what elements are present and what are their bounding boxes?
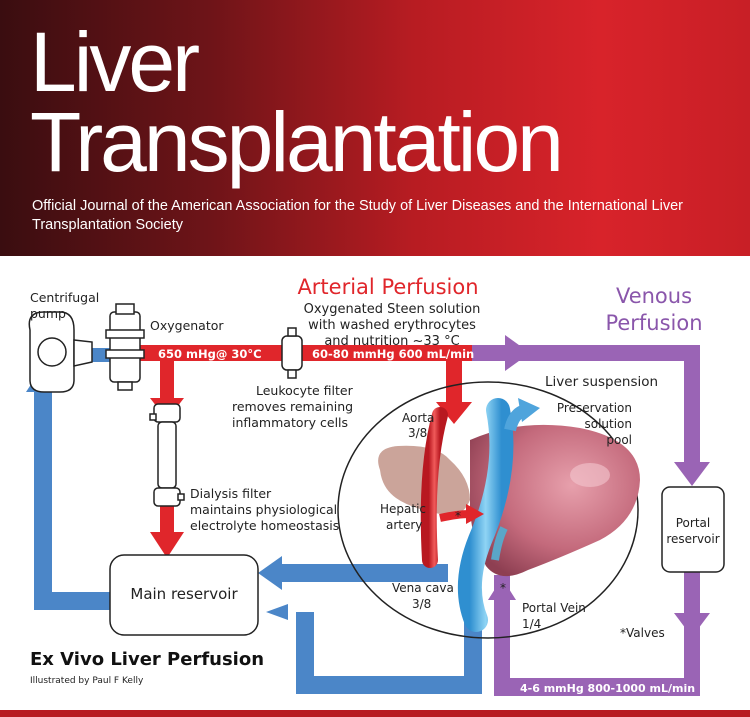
- leukocyte-filter-label-line1: Leukocyte filter: [256, 383, 354, 398]
- vena-cava-label-line1: Vena cava: [392, 581, 454, 595]
- leukocyte-filter-label-line3: inflammatory cells: [232, 415, 348, 430]
- dialysis-filter-label-line1: Dialysis filter: [190, 486, 272, 501]
- valve-asterisk-hepatic: *: [455, 509, 461, 523]
- preservation-pool-line2: solution: [584, 417, 632, 431]
- portal-reservoir-box: [661, 486, 725, 573]
- journal-title-line1: Liver: [30, 15, 200, 109]
- arterial-pressure-2: 60-80 mmHg 600 mL/min: [312, 347, 474, 361]
- journal-banner: Liver Transplantation Official Journal o…: [0, 0, 750, 256]
- preservation-pool-line1: Preservation: [557, 401, 632, 415]
- liver-suspension-label: Liver suspension: [545, 374, 658, 390]
- centrifugal-pump-label-line1: Centrifugal: [30, 290, 99, 305]
- liver-illustration: [378, 398, 640, 632]
- centrifugal-pump-label-line2: pump: [30, 306, 66, 321]
- venous-flow-path: [470, 335, 710, 696]
- journal-title-line2: Transplantation: [30, 95, 564, 189]
- dialysis-filter-icon: [149, 403, 185, 507]
- oxygenator-icon: [105, 303, 145, 391]
- valves-note: *Valves: [620, 626, 665, 640]
- venous-perfusion-title-line2: Perfusion: [605, 311, 702, 335]
- main-reservoir-box: [109, 554, 259, 636]
- venous-return-path: [26, 340, 482, 694]
- arterial-desc-line2: with washed erythrocytes: [308, 318, 476, 333]
- portal-reservoir-label-line1: Portal: [676, 516, 710, 530]
- vena-cava-label-line2: 3/8: [412, 597, 431, 611]
- dialysis-filter-label-line3: electrolyte homeostasis: [190, 518, 339, 533]
- caption-title: Ex Vivo Liver Perfusion: [30, 649, 264, 670]
- centrifugal-pump-icon: [28, 311, 93, 393]
- hepatic-artery-label-line2: artery: [386, 518, 422, 532]
- portal-pressure: 4-6 mmHg 800-1000 mL/min: [520, 682, 695, 695]
- portal-vein-label-line2: 1/4: [522, 617, 541, 631]
- perfusion-diagram: Arterial Perfusion Oxygenated Steen solu…: [26, 275, 725, 696]
- portal-vein-label-line1: Portal Vein: [522, 601, 586, 615]
- oxygenator-label: Oxygenator: [150, 318, 224, 333]
- hepatic-artery-label-line1: Hepatic: [380, 502, 426, 516]
- main-reservoir-label: Main reservoir: [130, 585, 238, 603]
- caption-credit: Illustrated by Paul F Kelly: [30, 676, 144, 686]
- arterial-pressure-1: 650 mHg@ 30°C: [158, 347, 262, 361]
- arterial-perfusion-title: Arterial Perfusion: [297, 275, 478, 299]
- venous-perfusion-title-line1: Venous: [616, 284, 692, 308]
- valve-asterisk-portal: *: [500, 581, 506, 595]
- leukocyte-filter-icon: [281, 327, 303, 379]
- leukocyte-filter-label-line2: removes remaining: [232, 399, 353, 414]
- aorta-label-line1: Aorta: [402, 411, 434, 425]
- aorta-label-line2: 3/8: [408, 426, 427, 440]
- portal-reservoir-label-line2: reservoir: [666, 532, 719, 546]
- arterial-desc-line3: and nutrition ~33 °C: [324, 334, 459, 349]
- liver-suspension-circle: [337, 381, 639, 639]
- dialysis-filter-label-line2: maintains physiological: [190, 502, 337, 517]
- journal-subtitle: Official Journal of the American Associa…: [32, 198, 683, 233]
- arterial-desc-line1: Oxygenated Steen solution: [304, 302, 481, 317]
- bottom-accent-bar: [0, 710, 750, 717]
- preservation-pool-line3: pool: [606, 433, 632, 447]
